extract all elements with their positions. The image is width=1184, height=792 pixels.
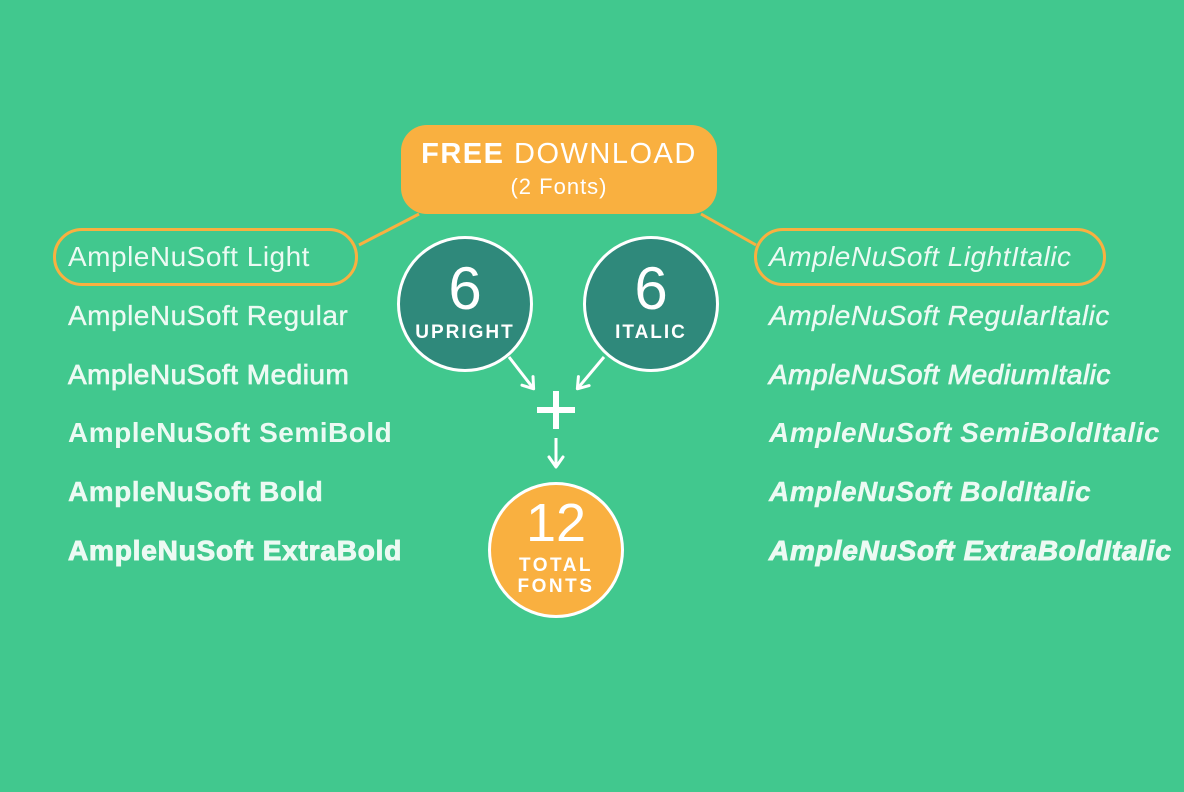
upright-count-label: UPRIGHT (415, 321, 515, 343)
upright-count: 6 (448, 254, 482, 322)
font-item-medium: AmpleNuSoft Medium (68, 358, 350, 390)
free-download-subtitle: (2 Fonts) (510, 173, 608, 199)
font-item-extrabold-italic: AmpleNuSoft ExtraBoldItalic (769, 534, 1172, 566)
font-item-semibold: AmpleNuSoft SemiBold (68, 417, 393, 449)
free-download-button[interactable]: FREE DOWNLOAD (2 Fonts) (401, 125, 717, 214)
highlight-pill-upright-light (53, 228, 358, 286)
font-item-regular: AmpleNuSoft Regular (68, 300, 349, 332)
free-label: FREE (421, 138, 505, 171)
font-item-regular-italic: AmpleNuSoft RegularItalic (769, 300, 1110, 332)
plus-icon (537, 391, 575, 429)
total-label-top: TOTAL (518, 555, 594, 577)
total-label-bottom: FONTS (517, 576, 595, 597)
download-label: DOWNLOAD (514, 138, 697, 171)
italic-count-label: ITALIC (615, 321, 687, 343)
highlight-pill-light-italic (754, 228, 1106, 286)
total-count: 12 (525, 493, 587, 554)
total-fonts-circle: 12 TOTAL FONTS (488, 482, 624, 618)
font-list-italic: AmpleNuSoft LightItalic AmpleNuSoft Regu… (754, 228, 1172, 580)
font-list-upright: AmpleNuSoft Light AmpleNuSoft Regular Am… (53, 228, 403, 580)
font-item-medium-italic: AmpleNuSoft MediumItalic (769, 358, 1111, 390)
upright-count-circle: 6 UPRIGHT (397, 236, 533, 372)
italic-count: 6 (634, 254, 668, 322)
font-item-light: AmpleNuSoft Light (68, 241, 310, 273)
connector-line-right (700, 212, 757, 247)
font-item-extrabold: AmpleNuSoft ExtraBold (68, 534, 403, 566)
font-item-bold: AmpleNuSoft Bold (68, 476, 324, 508)
arrow-from-italic-circle (575, 356, 606, 391)
font-item-light-italic: AmpleNuSoft LightItalic (769, 241, 1072, 273)
font-item-semibold-italic: AmpleNuSoft SemiBoldItalic (769, 417, 1161, 449)
free-download-title: FREE DOWNLOAD (421, 138, 697, 171)
font-item-bold-italic: AmpleNuSoft BoldItalic (769, 476, 1092, 508)
italic-count-circle: 6 ITALIC (583, 236, 719, 372)
arrow-from-upright-circle (507, 356, 536, 391)
